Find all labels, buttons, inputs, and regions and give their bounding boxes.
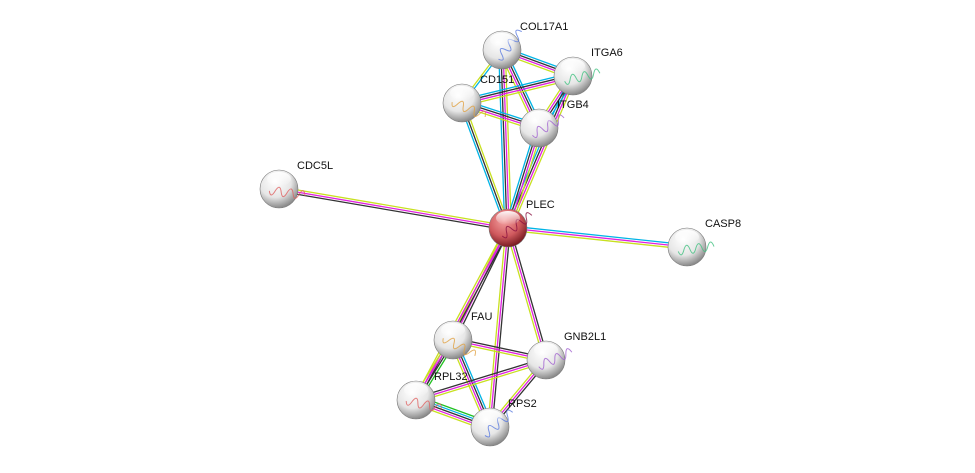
node-label-plec[interactable]: PLEC (526, 199, 555, 211)
node-highlight (561, 59, 585, 73)
node-cd151[interactable] (442, 83, 487, 123)
node-rpl32[interactable] (396, 380, 443, 420)
node-label-cd151[interactable]: CD151 (480, 74, 515, 86)
node-rps2[interactable] (470, 407, 516, 447)
edge-evidence-database (498, 50, 506, 229)
protein-structure-icon (405, 397, 442, 412)
protein-structure-icon (484, 409, 513, 438)
node-highlight (527, 111, 551, 125)
edge-plec-cd151[interactable] (459, 102, 511, 229)
edge-plec-casp8[interactable] (507, 225, 688, 250)
edge-evidence-textmining (510, 77, 577, 230)
edge-evidence-coexpression (415, 357, 546, 399)
node-highlight (478, 410, 502, 424)
node-highlight (675, 230, 699, 244)
node-label-rpl32[interactable]: RPL32 (434, 371, 468, 383)
edge-evidence-experiments (502, 49, 510, 228)
protein-structure-icon (677, 241, 715, 256)
edge-evidence-textmining (463, 102, 511, 228)
edge-evidence-database (461, 72, 573, 101)
node-plec[interactable] (488, 208, 535, 248)
node-cdc5l[interactable] (259, 169, 306, 209)
edge-plec-rps2[interactable] (487, 227, 511, 428)
node-label-cdc5l[interactable]: CDC5L (297, 160, 334, 172)
edge-evidence-textmining (416, 361, 547, 403)
edge-plec-rpl32[interactable] (413, 226, 511, 402)
edge-evidence-textmining (462, 78, 574, 107)
node-highlight (496, 211, 520, 225)
edge-plec-gnb2l1[interactable] (505, 227, 549, 361)
node-col17a1[interactable] (482, 28, 526, 70)
node-label-fau[interactable]: FAU (471, 311, 493, 323)
node-gnb2l1[interactable] (526, 340, 574, 380)
edge-evidence-experiments (507, 227, 547, 361)
edge-evidence-database (508, 225, 688, 246)
edge-evidence-textmining (413, 226, 507, 400)
edge-evidence-textmining (279, 186, 509, 227)
edge-evidence-database (459, 103, 507, 229)
protein-structure-icon (501, 212, 533, 239)
edge-evidence-coexpression (509, 227, 549, 360)
protein-structure-icon (442, 337, 477, 357)
edge-rpl32-gnb2l1[interactable] (415, 357, 547, 403)
node-itgb4[interactable] (519, 108, 567, 148)
node-label-rps2[interactable]: RPS2 (508, 398, 537, 410)
edge-evidence-coexpression (278, 190, 508, 231)
node-highlight (267, 172, 291, 186)
node-highlight (441, 323, 465, 337)
node-highlight (534, 343, 558, 357)
edge-evidence-experiments (415, 227, 509, 401)
node-itga6[interactable] (553, 56, 601, 96)
node-label-itgb4[interactable]: ITGB4 (557, 99, 589, 111)
edge-evidence-coexpression (491, 228, 511, 428)
edge-evidence-textmining (507, 229, 687, 250)
edge-evidence-textmining (505, 228, 545, 361)
edge-evidence-experiments (507, 227, 688, 248)
edge-evidence-coexpression (461, 102, 509, 229)
edge-evidence-coexpression (500, 50, 508, 229)
protein-structure-icon (268, 186, 306, 199)
protein-structure-icon (564, 68, 601, 85)
protein-structure-icon (532, 114, 565, 139)
edge-evidence-experiments (489, 227, 509, 428)
protein-structure-icon (451, 100, 486, 118)
node-label-col17a1[interactable]: COL17A1 (520, 21, 569, 33)
node-label-gnb2l1[interactable]: GNB2L1 (564, 331, 607, 343)
edge-evidence-textmining (487, 227, 507, 427)
node-highlight (450, 86, 474, 100)
edge-evidence-experiments (278, 188, 509, 229)
edge-evidence-textmining (504, 49, 512, 228)
edge-evidence-experiments (415, 359, 547, 401)
node-highlight (404, 383, 428, 397)
node-casp8[interactable] (667, 227, 715, 267)
node-fau[interactable] (433, 320, 477, 361)
node-label-itga6[interactable]: ITGA6 (591, 47, 623, 59)
edge-plec-cdc5l[interactable] (278, 186, 509, 231)
protein-structure-icon (538, 348, 573, 370)
edge-evidence-coexpression (454, 228, 511, 342)
edge-evidence-coexpression (417, 228, 511, 402)
edge-plec-col17a1[interactable] (498, 49, 512, 229)
node-highlight (490, 33, 514, 47)
node-label-casp8[interactable]: CASP8 (705, 218, 742, 230)
